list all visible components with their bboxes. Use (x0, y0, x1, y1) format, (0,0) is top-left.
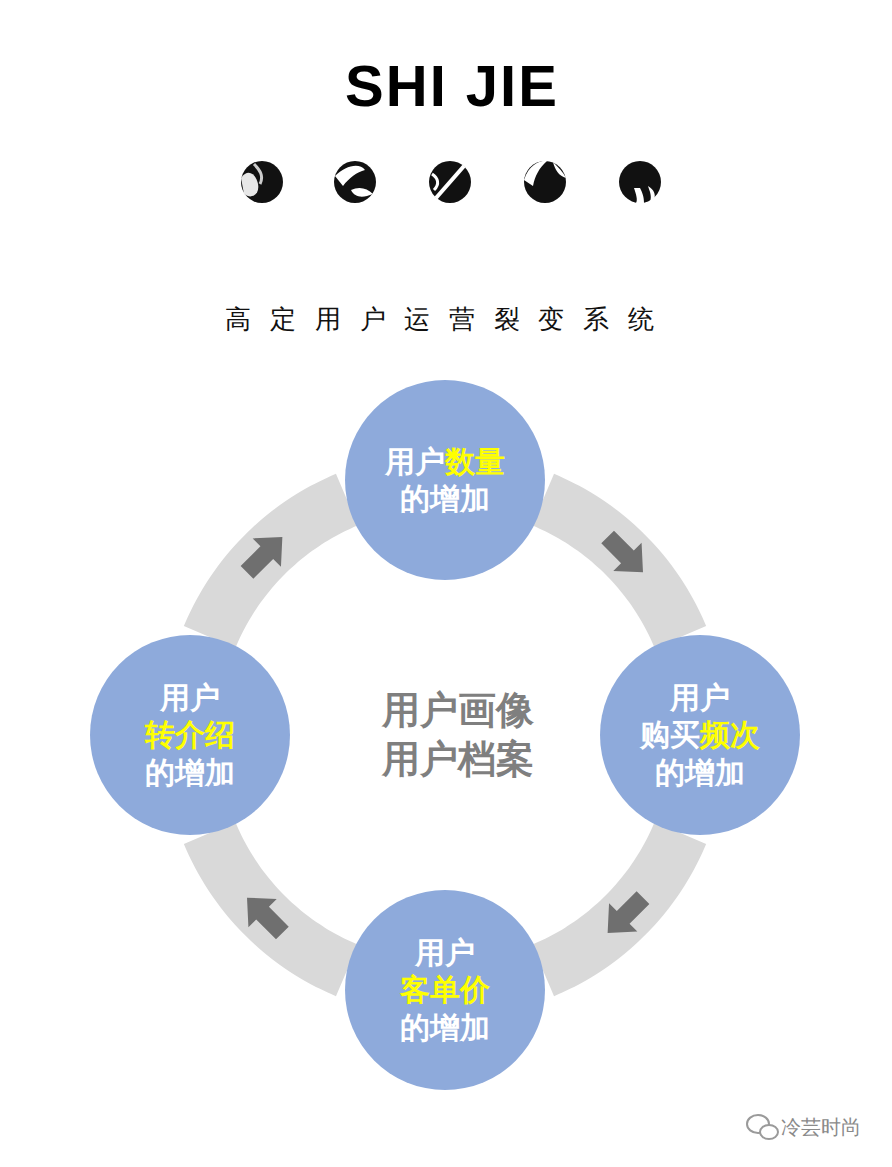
circle-fill (345, 380, 545, 580)
text-line: 的增加 (400, 1009, 490, 1047)
text-line: 用户 (640, 679, 760, 717)
text-line: 的增加 (385, 480, 505, 518)
highlight-text: 频次 (700, 717, 760, 752)
text-line: 客单价 (400, 971, 490, 1009)
node-text: 用户 (415, 935, 475, 970)
node-text: 的增加 (145, 755, 235, 790)
node-text: 的增加 (400, 1010, 490, 1045)
ring-band (210, 833, 347, 970)
text-line: 的增加 (640, 754, 760, 792)
ink-icon (524, 161, 566, 203)
text-line: 转介绍 (145, 716, 235, 754)
circle-fill (600, 635, 800, 835)
node-text-block: 用户数量的增加 (385, 443, 505, 518)
circle-shape (345, 380, 545, 580)
text-line: 用户数量 (385, 443, 505, 481)
text-line: 的增加 (145, 754, 235, 792)
cycle-connector (210, 833, 347, 970)
node-text-block: 用户购买频次的增加 (640, 679, 760, 792)
node-text: 的增加 (400, 481, 490, 516)
watermark: 冷芸时尚 (781, 1114, 861, 1140)
wechat-icon (747, 1115, 778, 1139)
circle-node: 用户客单价的增加 (345, 890, 545, 1090)
ring-band (543, 833, 680, 970)
block-arrow (247, 898, 289, 940)
circle-fill (90, 635, 290, 835)
circle-node: 用户转介绍的增加 (90, 635, 290, 835)
node-text: 用户 (385, 444, 445, 479)
cycle-connector (210, 500, 347, 637)
node-text: 用户 (160, 680, 220, 715)
node-text-block: 用户客单价的增加 (400, 934, 490, 1047)
title: SHI JIE (345, 57, 559, 115)
ink-icons (241, 161, 661, 203)
node-text: 用户 (670, 680, 730, 715)
node-text: 的增加 (655, 755, 745, 790)
highlight-text: 转介绍 (145, 717, 235, 752)
block-arrow (601, 531, 643, 573)
text-line: 购买频次 (640, 716, 760, 754)
highlight-text: 客单价 (400, 972, 490, 1007)
text-line: 用户 (400, 934, 490, 972)
block-arrow (241, 537, 283, 579)
cycle-connector (543, 500, 680, 637)
center-label: 用户画像 用户档案 (376, 686, 539, 785)
ring-band (210, 500, 347, 637)
ring-band (543, 500, 680, 637)
ink-icon (429, 161, 471, 203)
ink-icon (241, 161, 283, 203)
text-line: 用户 (145, 679, 235, 717)
subtitle: 高定用户运营裂变系统 (225, 303, 672, 337)
block-arrow (608, 891, 650, 933)
ink-icon (619, 161, 661, 203)
cycle-connector (543, 833, 680, 970)
ink-icon (334, 161, 376, 203)
circle-node: 用户购买频次的增加 (600, 635, 800, 835)
node-text: 购买 (640, 717, 700, 752)
highlight-text: 数量 (445, 444, 505, 479)
circle-fill (345, 890, 545, 1090)
node-text-block: 用户转介绍的增加 (145, 679, 235, 792)
circle-node: 用户数量的增加 (345, 380, 545, 580)
